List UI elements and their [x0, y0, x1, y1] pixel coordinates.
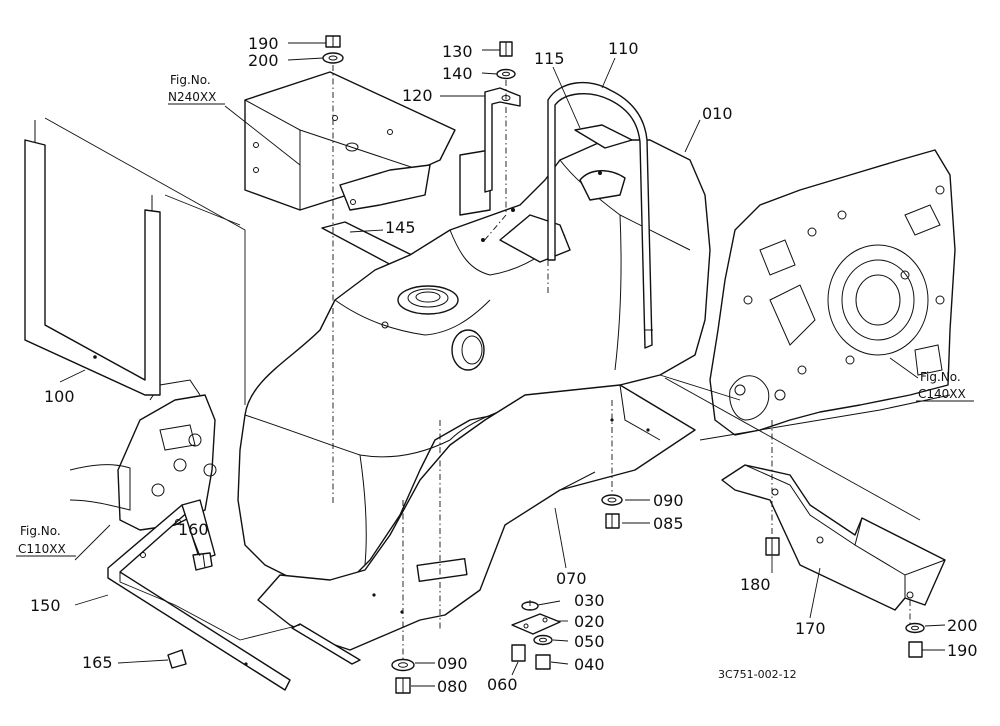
- callout-160: 160: [178, 520, 209, 539]
- leader-lines: [59, 42, 946, 687]
- bolt-085: [605, 513, 620, 529]
- callout-040: 040: [574, 655, 605, 674]
- plates-070: [257, 384, 696, 665]
- fig-ref-c110-code: C110XX: [18, 542, 66, 556]
- washer-090-upper: [601, 494, 623, 506]
- bolt-160: [192, 552, 213, 571]
- bolt-080: [395, 677, 411, 694]
- seat-bracket: [244, 71, 456, 211]
- callout-200-right: 200: [947, 616, 978, 635]
- callout-145: 145: [385, 218, 416, 237]
- assembly-lines: [44, 65, 921, 660]
- fig-ref-n240-label: Fig.No.: [170, 73, 211, 87]
- callout-130: 130: [442, 42, 473, 61]
- drawing-code: 3C751-002-12: [718, 668, 797, 681]
- callout-090-lower: 090: [437, 654, 468, 673]
- callout-100: 100: [44, 387, 75, 406]
- callout-150: 150: [30, 596, 61, 615]
- hardware: [167, 35, 925, 694]
- callout-190-right: 190: [947, 641, 978, 660]
- pad-115: [574, 124, 633, 149]
- bolt-130: [499, 41, 513, 57]
- callouts: 190 200 130 140 120 115 110 010 145 100 …: [30, 34, 978, 696]
- callout-190-top: 190: [248, 34, 279, 53]
- fig-ref-c110-label: Fig.No.: [20, 524, 61, 538]
- bracket-170: [721, 464, 946, 611]
- callout-020: 020: [574, 612, 605, 631]
- callout-180: 180: [740, 575, 771, 594]
- bolt-190-top: [325, 35, 341, 48]
- callout-010: 010: [702, 104, 733, 123]
- callout-115: 115: [534, 49, 565, 68]
- fig-ref-c140-label: Fig.No.: [920, 370, 961, 384]
- bolt-040: [535, 654, 551, 670]
- callout-110: 110: [608, 39, 639, 58]
- callout-170: 170: [795, 619, 826, 638]
- plate-020: [511, 613, 561, 635]
- bracket-120: [459, 87, 521, 216]
- bolt-165: [167, 649, 187, 669]
- callout-140: 140: [442, 64, 473, 83]
- callout-030: 030: [574, 591, 605, 610]
- band-110: [547, 81, 653, 349]
- callout-085: 085: [653, 514, 684, 533]
- callout-090-upper: 090: [653, 491, 684, 510]
- washer-090-lower: [391, 658, 415, 672]
- fuel-tank: [237, 139, 711, 586]
- washer-200-right: [905, 622, 925, 634]
- transmission-housing: [699, 149, 956, 441]
- bracket-100: [24, 120, 161, 396]
- axle-housing: [69, 379, 217, 531]
- callout-120: 120: [402, 86, 433, 105]
- callout-200-top: 200: [248, 51, 279, 70]
- callout-050: 050: [574, 632, 605, 651]
- fig-ref-c140-code: C140XX: [918, 387, 966, 401]
- bolt-190-right: [908, 641, 923, 658]
- callout-060: 060: [487, 675, 518, 694]
- callout-165: 165: [82, 653, 113, 672]
- figure-references: Fig.No. N240XX Fig.No. C140XX Fig.No. C1…: [16, 73, 974, 557]
- callout-080: 080: [437, 677, 468, 696]
- washer-050: [533, 634, 553, 646]
- callout-070: 070: [556, 569, 587, 588]
- bracket-150: [107, 499, 291, 691]
- fig-ref-n240-code: N240XX: [168, 90, 216, 104]
- washer-140: [496, 68, 516, 80]
- washer-200-top: [322, 52, 344, 64]
- bolt-060: [511, 644, 526, 662]
- bolt-180: [765, 537, 780, 556]
